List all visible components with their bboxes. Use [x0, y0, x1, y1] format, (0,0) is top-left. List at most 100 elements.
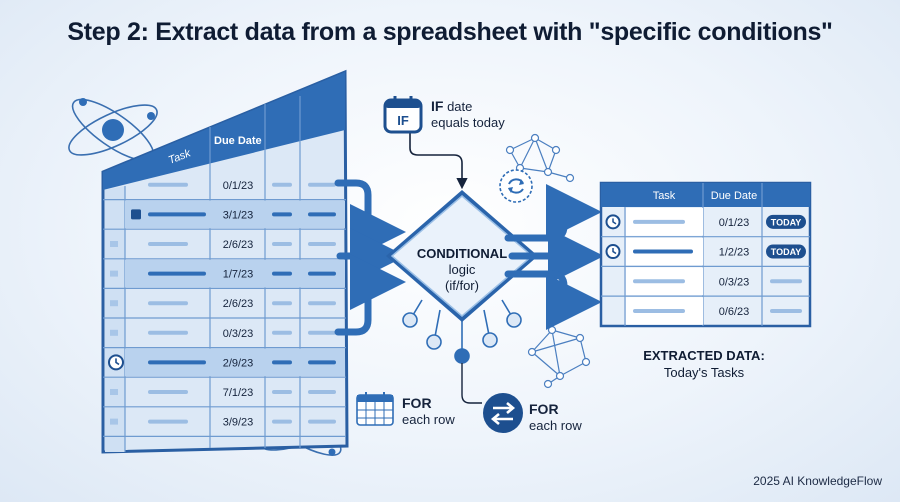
conditional-line2: logic [449, 262, 476, 277]
source-row: 7/1/23 [103, 387, 346, 408]
source-row: 2/9/23 [103, 348, 346, 378]
source-row: 3/9/23 [103, 417, 346, 437]
output-date-cell: 1/2/23 [719, 247, 750, 259]
if-icon-label: IF [397, 113, 409, 128]
source-row: 2/6/23 [103, 239, 346, 260]
source-cell-bar [272, 419, 292, 424]
source-row: 0/3/23 [103, 328, 346, 349]
checkbox-icon [131, 209, 141, 220]
page-title: Step 2: Extract data from a spreadsheet … [67, 18, 833, 46]
output-row: 0/3/23 [601, 267, 810, 297]
today-badge-label: TODAY [771, 217, 802, 227]
for-connector [461, 363, 482, 404]
source-task-bar [148, 212, 206, 217]
source-task-bar [148, 242, 188, 246]
output-arrows [504, 184, 604, 330]
source-cell-bar [308, 182, 336, 187]
source-cell-bar [272, 182, 292, 187]
output-task-bar [633, 219, 685, 224]
source-cell-bar [308, 301, 336, 306]
for-left-label: FOR each row [402, 395, 455, 428]
output-header-task: Task [653, 190, 676, 202]
row-marker [110, 300, 118, 307]
row-marker [110, 418, 118, 425]
source-cell-bar [272, 360, 292, 365]
swap-arrows-icon [483, 393, 523, 433]
source-date-cell: 3/9/23 [223, 417, 254, 429]
output-cell-bar [770, 279, 802, 284]
source-date-cell: 2/6/23 [223, 298, 254, 310]
if-arrow [409, 124, 468, 190]
extracted-subtitle: Today's Tasks [663, 365, 745, 380]
output-row: 0/1/23 TODAY [601, 208, 810, 238]
network-icon-bottom [527, 325, 591, 389]
source-cell-bar [308, 360, 336, 365]
output-header-due-date: Due Date [711, 190, 757, 202]
extracted-title: EXTRACTED DATA: [643, 348, 765, 363]
clock-icon [108, 354, 124, 371]
source-cell-bar [272, 242, 292, 246]
conditional-line3: (if/for) [445, 278, 479, 293]
source-date-cell: 0/3/23 [223, 328, 254, 340]
source-date-cell: 2/9/23 [223, 357, 254, 369]
clock-icon [605, 214, 621, 230]
output-cell-bar [770, 308, 802, 313]
source-cell-bar [272, 330, 292, 335]
source-date-cell: 0/1/23 [223, 180, 254, 192]
row-marker [110, 389, 118, 395]
extracted-caption: EXTRACTED DATA: Today's Tasks [614, 348, 794, 380]
source-task-bar [148, 271, 206, 276]
footer-credit: 2025 AI KnowledgeFlow [753, 474, 882, 488]
loop-icon [499, 169, 533, 203]
source-task-bar [148, 330, 188, 335]
source-spreadsheet: 0/1/23 3/1/23 2/6/23 1/7/23 2/6/23 0/3/23 2/9/… [101, 69, 349, 454]
source-header-due-date: Due Date [214, 135, 262, 147]
for-left-line2: each row [402, 412, 455, 427]
today-badge [766, 244, 806, 259]
output-task-bar [633, 249, 693, 254]
input-arrows [334, 179, 406, 336]
if-keyword: IF [431, 98, 444, 114]
output-task-bar [633, 279, 685, 284]
atom-icon-top-left [68, 98, 158, 162]
source-cell-bar [308, 419, 336, 424]
output-row: 0/6/23 [626, 297, 802, 325]
source-date-cell: 2/6/23 [223, 239, 254, 251]
source-cell-bar [308, 330, 336, 335]
today-badge [766, 214, 806, 229]
source-task-bar [148, 301, 188, 306]
output-task-bar [633, 308, 685, 313]
source-cell-bar [308, 242, 336, 246]
clock-icon [605, 244, 621, 260]
source-task-bar [148, 419, 188, 424]
branch-nodes [402, 299, 522, 364]
for-right-line2: each row [529, 418, 582, 433]
for-right-keyword: FOR [529, 401, 559, 417]
row-marker [110, 270, 118, 277]
source-cell-bar [272, 212, 292, 217]
source-row: 3/1/23 [103, 200, 346, 230]
calendar-if-icon [383, 96, 423, 134]
output-date-cell: 0/1/23 [719, 217, 750, 229]
conditional-diamond [386, 190, 538, 322]
if-label: IF date equals today [431, 98, 505, 131]
source-cell-bar [308, 271, 336, 276]
source-row: 1/7/23 [103, 259, 346, 289]
source-cell-bar [272, 390, 292, 394]
for-right-label: FOR each row [529, 401, 582, 434]
source-cell-bar [272, 271, 292, 276]
source-date-cell: 1/7/23 [223, 269, 254, 281]
source-row: 2/6/23 [103, 298, 346, 319]
source-row: 0/1/23 [103, 180, 346, 201]
output-date-cell: 0/6/23 [719, 306, 750, 318]
source-task-bar [148, 182, 188, 187]
row-marker [110, 329, 118, 336]
source-cell-bar [308, 212, 336, 217]
source-date-cell: 7/1/23 [223, 387, 254, 399]
source-task-bar [148, 360, 206, 365]
network-icon-top [505, 133, 575, 183]
if-line1: date [447, 99, 473, 114]
